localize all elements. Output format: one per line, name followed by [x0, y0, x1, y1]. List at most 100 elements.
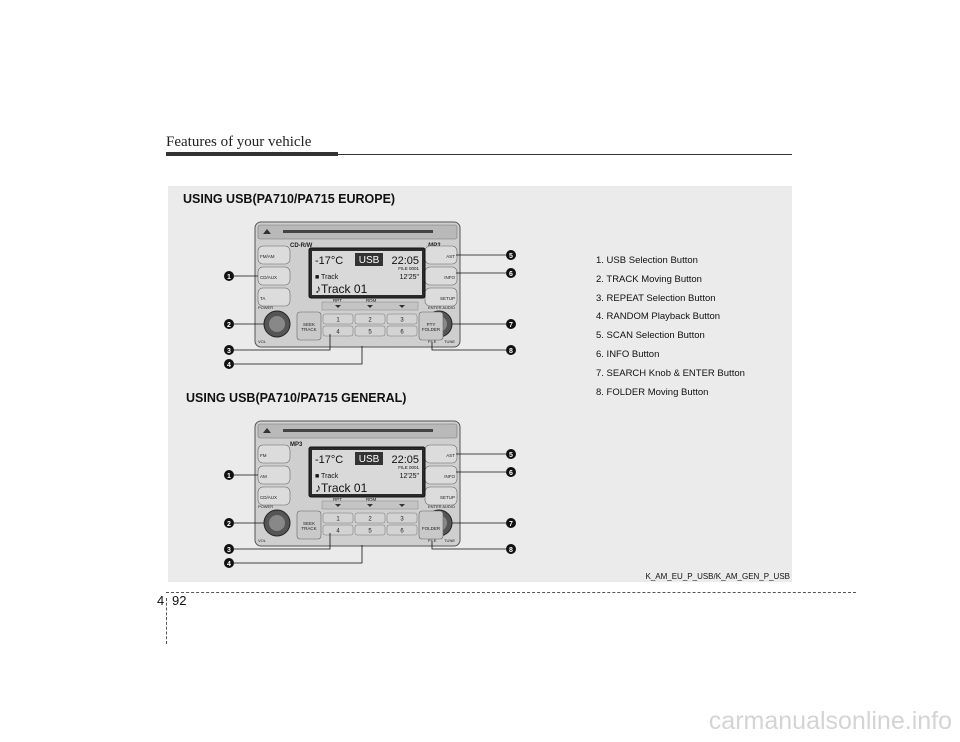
- display-source: USB: [359, 255, 380, 266]
- callout-marker: [506, 345, 516, 355]
- pty-folder-button: [418, 311, 444, 341]
- footer-rule: [166, 592, 856, 593]
- callout-number: 3: [227, 348, 231, 355]
- audio-label: AUDIO: [442, 504, 455, 509]
- callout-leader-line: [234, 334, 331, 351]
- callout-number: 1: [227, 274, 231, 281]
- header-rule-thin: [338, 154, 792, 155]
- preset-button: [386, 512, 418, 524]
- folder-label: FOLDER: [422, 327, 441, 332]
- right-button-label: AST: [446, 254, 455, 259]
- callout-number: 1: [227, 473, 231, 480]
- track-label: TRACK: [301, 526, 316, 531]
- volume-knob-cap: [269, 316, 285, 332]
- file-label: FILE: [428, 339, 437, 344]
- callout-number: 7: [509, 521, 513, 528]
- logo-left: CD-R/W: [290, 243, 313, 249]
- callout-leader-line: [234, 545, 363, 564]
- right-button-label: SETUP: [440, 296, 455, 301]
- tune-label: TUNE: [444, 339, 455, 344]
- callout-marker: [506, 467, 516, 477]
- right-button-label: INFO: [444, 474, 455, 479]
- left-button: [257, 486, 291, 506]
- left-button-label: AM: [260, 474, 267, 479]
- preset-button: [322, 524, 354, 536]
- display-source-box: [355, 452, 383, 465]
- callout-number: 8: [509, 547, 513, 554]
- preset-button: [354, 313, 386, 325]
- page-number: 92: [172, 593, 187, 608]
- preset-label: 5: [368, 330, 372, 336]
- callout-leader-line: [431, 542, 506, 550]
- display-elapsed: 12'25": [400, 274, 420, 281]
- left-button: [257, 245, 291, 265]
- enter-label: ENTER: [428, 504, 442, 509]
- callout-number: 7: [509, 322, 513, 329]
- display-temp: -17°C: [315, 454, 343, 466]
- preset-label: 6: [400, 529, 404, 535]
- down-arrow-icon: [335, 504, 341, 507]
- figure-caption: K_AM_EU_P_USB/K_AM_GEN_P_USB: [645, 572, 790, 581]
- logo-left: MP3: [290, 442, 303, 448]
- section-heading-europe: USING USB(PA710/PA715 EUROPE): [183, 192, 396, 206]
- left-button-label: CD/AUX: [260, 495, 277, 500]
- power-label: POWER: [258, 504, 273, 509]
- audio-label: AUDIO: [442, 305, 455, 310]
- callout-marker: [224, 271, 234, 281]
- left-button-label: FM: [260, 453, 267, 458]
- preset-label: 2: [368, 318, 372, 324]
- display-time: 22:05: [391, 255, 419, 267]
- cd-slot: [283, 429, 433, 432]
- callout-marker: [506, 268, 516, 278]
- callout-marker: [506, 518, 516, 528]
- down-arrow-icon: [399, 305, 405, 308]
- callout-marker: [224, 319, 234, 329]
- seek-track-button: [296, 311, 322, 341]
- callout-leader-line: [234, 533, 331, 550]
- callout-number: 5: [509, 253, 513, 260]
- display-track-name: ♪Track 01: [315, 282, 368, 296]
- callout-number: 6: [509, 271, 513, 278]
- tune-label: TUNE: [444, 538, 455, 543]
- header-rule: [166, 152, 338, 156]
- legend-item: 3. REPEAT Selection Button: [596, 292, 716, 304]
- preset-label: 5: [368, 529, 372, 535]
- preset-button: [354, 512, 386, 524]
- callout-marker: [506, 319, 516, 329]
- radio-unit-europe: CD-R/WMP3FM/AMCD/AUXTAASTINFOSETUP-17°CU…: [224, 221, 516, 369]
- preset-label: 1: [336, 318, 340, 324]
- legend-item: 1. USB Selection Button: [596, 255, 698, 266]
- down-arrow-icon: [367, 305, 373, 308]
- left-button-label: FM/AM: [260, 254, 275, 259]
- callout-marker: [224, 470, 234, 480]
- display-track-name: ♪Track 01: [315, 481, 368, 495]
- callout-number: 2: [227, 322, 231, 329]
- display-track-line: ■ Track: [315, 473, 339, 480]
- left-button: [257, 444, 291, 464]
- down-arrow-icon: [399, 504, 405, 507]
- volume-knob-cap: [269, 515, 285, 531]
- callout-number: 8: [509, 348, 513, 355]
- left-button-label: TA: [260, 296, 265, 301]
- callout-marker: [224, 345, 234, 355]
- legend-item: 2. TRACK Moving Button: [596, 273, 702, 285]
- preset-button: [354, 325, 386, 337]
- legend-item: 4. RANDOM Playback Button: [596, 311, 721, 323]
- preset-button: [322, 512, 354, 524]
- preset-label: 3: [400, 517, 404, 523]
- eject-icon: [263, 428, 271, 433]
- callout-marker: [506, 449, 516, 459]
- preset-label: 3: [400, 318, 404, 324]
- preset-button: [322, 313, 354, 325]
- down-arrow-icon: [367, 504, 373, 507]
- page-header-title: Features of your vehicle: [166, 134, 312, 150]
- callout-marker: [224, 544, 234, 554]
- preset-label: 6: [400, 330, 404, 336]
- display-mode: RPT: [333, 497, 342, 502]
- preset-label: 1: [336, 517, 340, 523]
- preset-button: [386, 313, 418, 325]
- button-legend: 1. USB Selection Button 2. TRACK Moving …: [596, 252, 745, 402]
- chapter-number: 4: [157, 593, 165, 608]
- legend-item: 6. INFO Button: [596, 348, 660, 360]
